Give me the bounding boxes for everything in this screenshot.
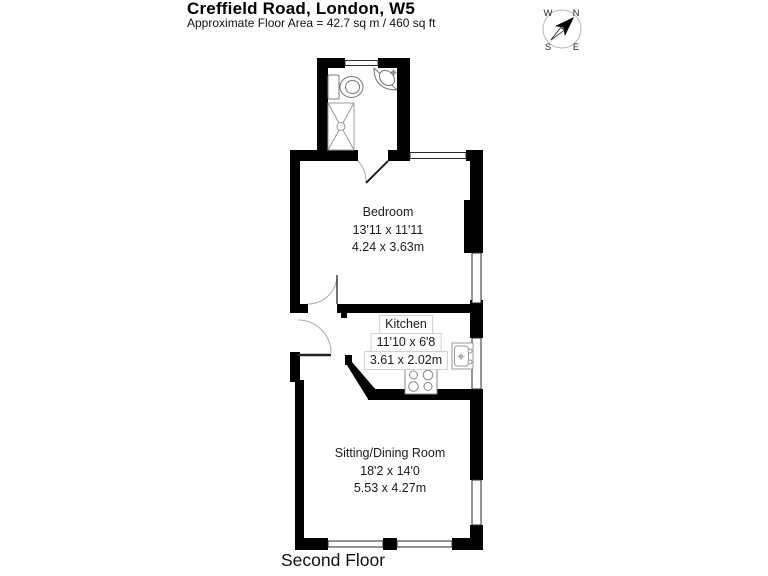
doors (297, 160, 389, 357)
sitting-bottom-window-right (396, 540, 453, 548)
bedroom-name: Bedroom (362, 205, 414, 219)
page-title: Creffield Road, London, W5 (187, 0, 416, 18)
kitchen-size-imperial: 11'10 x 6'8 (370, 333, 442, 352)
bathroom-door-leaf (365, 160, 389, 184)
sink-icon (451, 342, 474, 370)
sitting-bottom-window-left (327, 540, 384, 548)
sitting-dining-size-imperial: 18'2 x 14'0 (360, 463, 420, 478)
sitting-dining-name: Sitting/Dining Room (334, 446, 446, 460)
floor-area-subtitle: Approximate Floor Area = 42.7 sq m / 460… (187, 16, 436, 30)
compass-icon: W N S E (542, 8, 582, 53)
corner-basin-icon (373, 67, 398, 91)
sitting-dining-size-metric: 5.53 x 4.27m (353, 481, 427, 495)
windows (327, 60, 482, 548)
toilet-icon (327, 74, 364, 100)
bathroom-window (344, 60, 379, 66)
bedroom-top-window (409, 152, 467, 159)
sitting-dining-label: Sitting/Dining Room 18'2 x 14'0 5.53 x 4… (335, 445, 445, 498)
bedroom-side-window (471, 252, 482, 304)
floor-name-label: Second Floor (281, 550, 386, 570)
walls (290, 58, 483, 550)
kitchen-size-metric: 3.61 x 2.02m (363, 351, 449, 370)
compass-south-label: S (545, 42, 551, 53)
hob-icon (404, 365, 438, 395)
compass-east-label: E (573, 42, 579, 53)
bedroom-size-metric: 4.24 x 3.63m (351, 240, 425, 254)
sitting-side-window (471, 479, 482, 526)
bedroom-label: Bedroom 13'11 x 11'11 4.24 x 3.63m (352, 204, 424, 257)
shower-icon (327, 102, 355, 151)
kitchen-name: Kitchen (379, 315, 433, 334)
chimney-breast (464, 200, 483, 253)
compass-west-label: W (544, 8, 553, 19)
compass-north-label: N (573, 8, 580, 19)
bedroom-size-imperial: 13'11 x 11'11 (352, 222, 424, 237)
compass-needle (550, 16, 575, 41)
